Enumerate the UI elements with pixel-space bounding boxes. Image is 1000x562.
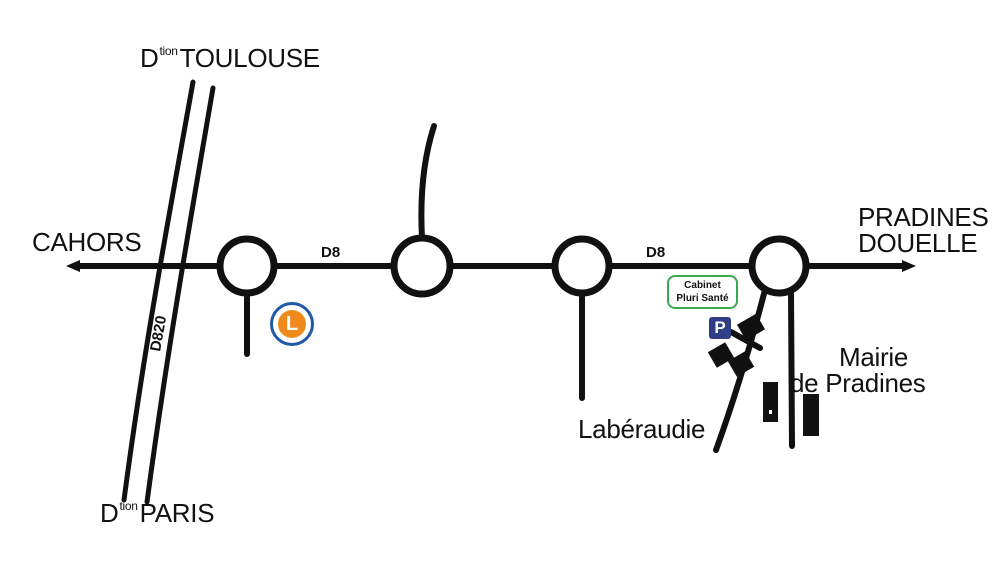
cabinet-pluri-sante-label: Cabinet Pluri Santé: [667, 275, 738, 309]
road-label-d820: D820: [147, 314, 170, 352]
side-road-mairie: [788, 290, 795, 449]
destination-name: PARIS: [139, 498, 215, 528]
place-mairie-line1: Mairie: [839, 342, 908, 372]
building-3: [727, 351, 755, 377]
arrow-east-icon: [902, 260, 916, 272]
cabinet-line1: Cabinet: [684, 280, 721, 291]
place-douelle: DOUELLE: [858, 228, 978, 258]
roundabout-4: [748, 235, 810, 297]
place-mairie-line2: de Pradines: [790, 368, 926, 398]
road-label-d8-east: D8: [646, 244, 666, 261]
place-pradines: PRADINES: [858, 202, 989, 232]
leclerc-logo-icon: L: [270, 302, 314, 346]
roundabout-3: [551, 235, 613, 297]
place-laberaudie: Labéraudie: [578, 414, 706, 444]
roundabout-1: [216, 235, 278, 297]
building-2: [707, 342, 735, 368]
building-mairie-2: [803, 394, 819, 436]
highway-east-edge: [144, 85, 216, 505]
building-1: [736, 313, 766, 341]
roundabout-2: [390, 234, 454, 298]
destination-name: TOULOUSE: [179, 43, 320, 73]
parking-access: [728, 329, 763, 351]
destination-sup: tion: [159, 44, 178, 58]
parking-icon: P: [709, 317, 731, 339]
destination-toulouse: DtionTOULOUSE: [140, 45, 320, 71]
place-cahors: CAHORS: [32, 227, 142, 257]
building-mairie-1: [763, 382, 778, 422]
side-road-north: [418, 123, 437, 241]
destination-prefix: D: [140, 43, 159, 73]
place-mairie: Mairie de Pradines: [790, 342, 926, 398]
arrow-west-icon: [66, 260, 80, 272]
building-door: [769, 410, 772, 414]
highway-west-edge: [121, 79, 196, 503]
destination-prefix: D: [100, 498, 119, 528]
place-pradines-douelle: PRADINES DOUELLE: [858, 202, 989, 258]
leclerc-logo-letter: L: [278, 310, 306, 338]
destination-paris: DtionPARIS: [100, 498, 215, 528]
road-label-d8-west: D8: [321, 244, 341, 261]
destination-sup: tion: [119, 499, 138, 513]
highway-d820: [121, 79, 216, 505]
cabinet-line2: Pluri Santé: [676, 293, 729, 304]
buildings: [707, 313, 819, 436]
